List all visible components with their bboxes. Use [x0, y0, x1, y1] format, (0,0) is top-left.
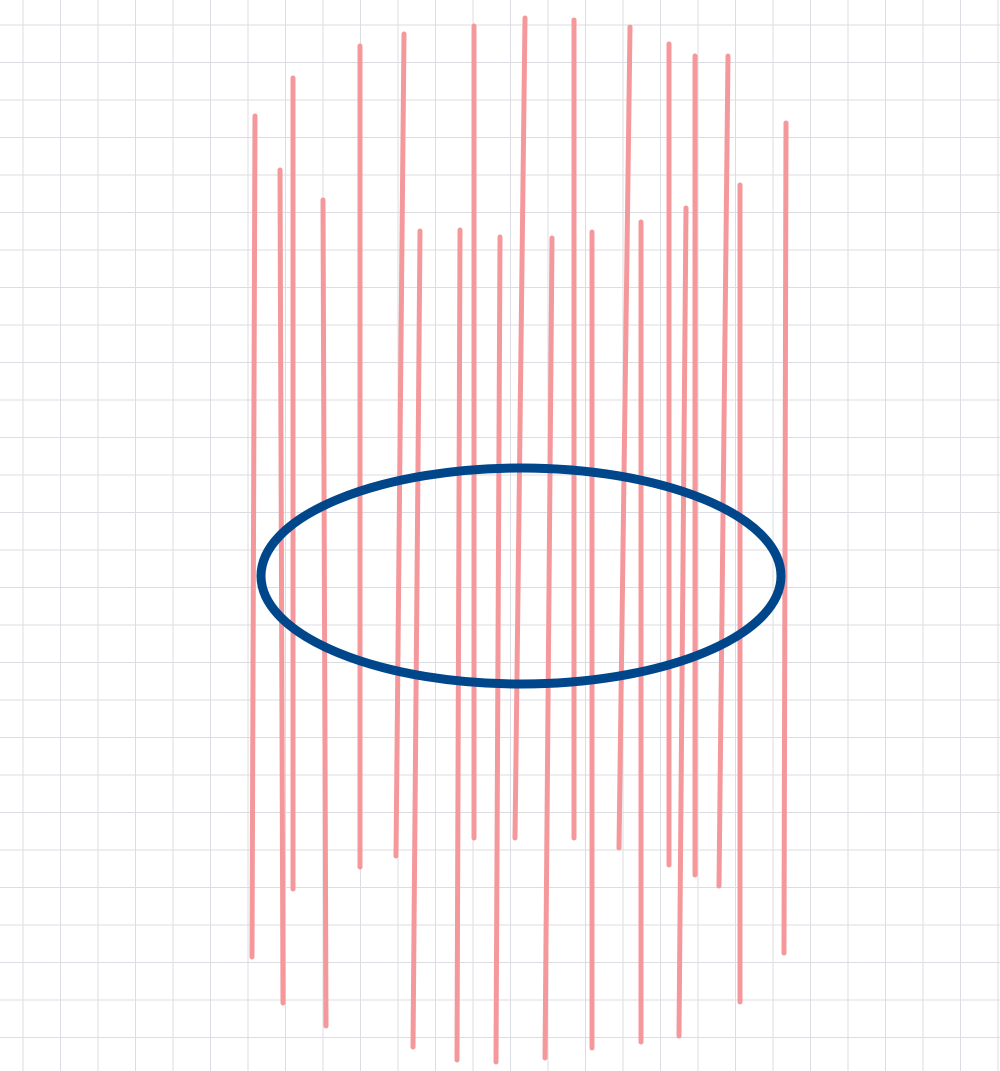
- vertical-line: [616, 24, 633, 851]
- vertical-line: [249, 113, 258, 960]
- ellipse: [256, 463, 786, 689]
- vertical-line: [410, 228, 423, 1050]
- vertical-line: [454, 227, 463, 1063]
- vertical-lines: [249, 15, 789, 1065]
- vertical-line: [320, 197, 329, 1029]
- vertical-line: [277, 167, 286, 1006]
- vertical-line: [542, 235, 555, 1061]
- vertical-line: [512, 15, 528, 841]
- vertical-line: [493, 234, 503, 1065]
- vertical-line: [676, 205, 689, 1039]
- vertical-line: [393, 31, 407, 859]
- vertical-line: [716, 53, 731, 889]
- vertical-line: [781, 120, 789, 956]
